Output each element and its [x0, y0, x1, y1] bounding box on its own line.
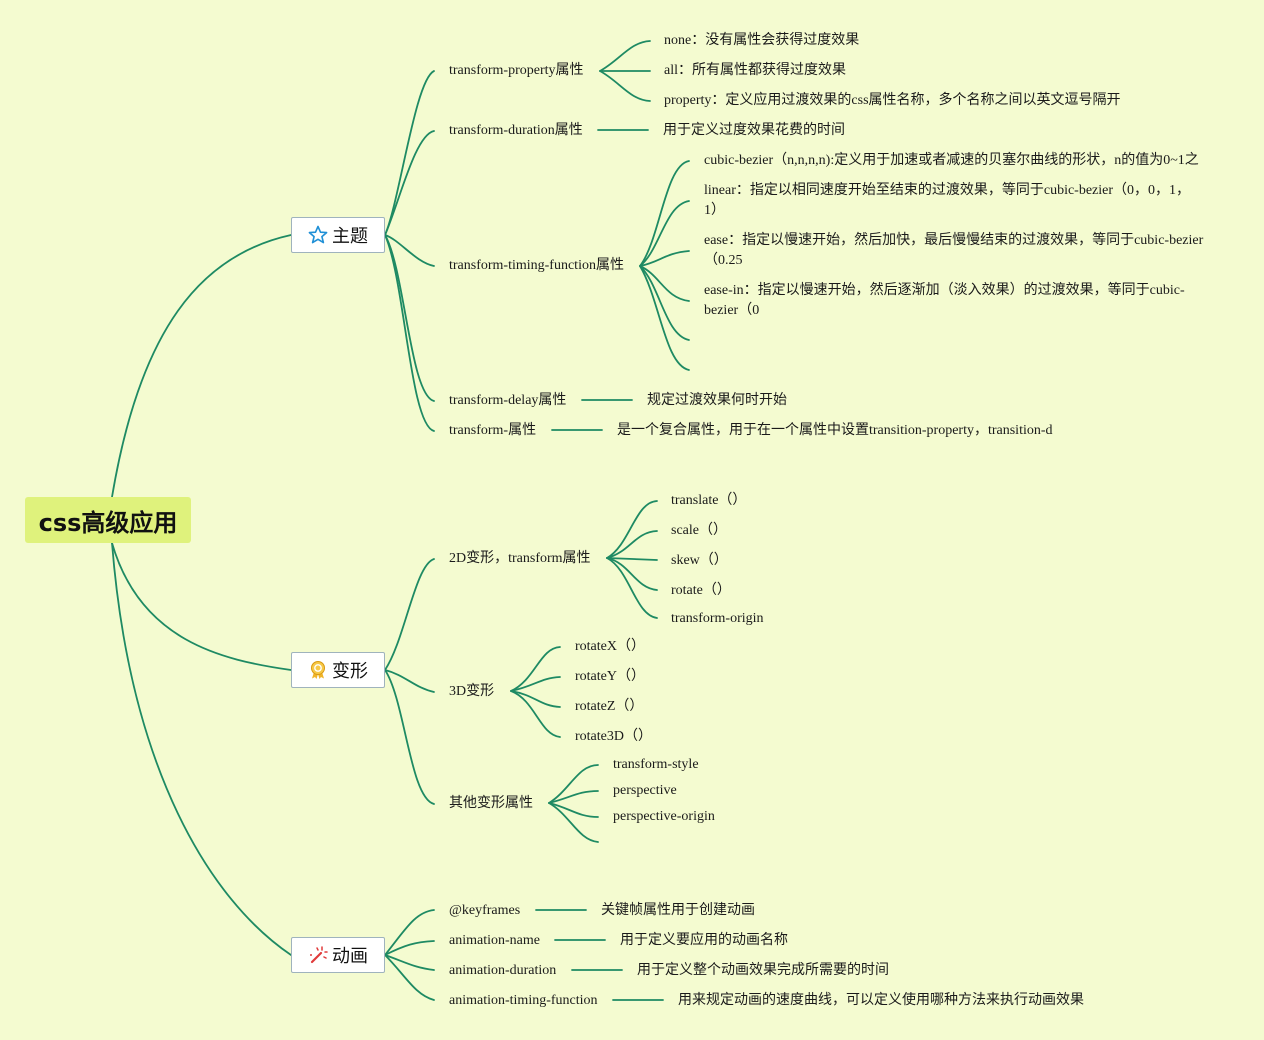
topic-animation-label: 动画 — [332, 946, 368, 967]
connector-property-prop — [599, 70, 651, 102]
node-transform-delay[interactable]: transform-delay属性 — [449, 393, 567, 408]
connector-2d-origin — [606, 557, 658, 619]
topic-theme[interactable]: 主题 — [291, 217, 385, 253]
leaf-delay-desc[interactable]: 规定过渡效果何时开始 — [647, 393, 787, 408]
connector-theme-timing — [384, 234, 435, 267]
node-2d-transform[interactable]: 2D变形，transform属性 — [449, 551, 591, 566]
connector-timing-2 — [639, 200, 690, 267]
leaf-3d-rotatex[interactable]: rotateX（） — [575, 639, 645, 654]
leaf-property-name[interactable]: property：定义应用过渡效果的css属性名称，多个名称之间以英文逗号隔开 — [664, 93, 1121, 108]
node-keyframes[interactable]: @keyframes — [449, 903, 521, 918]
topic-theme-label: 主题 — [332, 226, 368, 247]
leaf-timing-linear[interactable]: linear：指定以相同速度开始至结束的过渡效果，等同于cubic-bezier… — [704, 183, 1191, 218]
connector-3d-y — [510, 676, 561, 692]
leaf-shorthand-desc[interactable]: 是一个复合属性，用于在一个属性中设置transition-property，tr… — [617, 423, 1053, 438]
leaf-2d-translate[interactable]: translate（） — [671, 493, 747, 508]
leaf-3d-rotatey[interactable]: rotateY（） — [575, 669, 645, 684]
node-transform-property[interactable]: transform-property属性 — [449, 63, 584, 78]
node-other-transform[interactable]: 其他变形属性 — [449, 796, 533, 811]
leaf-2d-scale[interactable]: scale（） — [671, 523, 727, 538]
connector-3d-x — [510, 646, 561, 692]
connector-2d-translate — [606, 500, 658, 559]
leaf-property-none[interactable]: none：没有属性会获得过度效果 — [664, 33, 860, 48]
connector-root-theme — [111, 234, 292, 498]
connector-theme-shorthand — [384, 234, 435, 432]
leaf-timing-ease[interactable]: ease：指定以慢速开始，然后加快，最后慢慢结束的过渡效果，等同于cubic-b… — [704, 233, 1204, 268]
connector-timing-5 — [639, 265, 690, 341]
leaf-3d-rotatez[interactable]: rotateZ（） — [575, 699, 644, 714]
connector-transform-other — [384, 669, 435, 805]
star-icon — [308, 225, 328, 245]
connector-2d-skew — [606, 557, 658, 561]
leaf-perspective[interactable]: perspective — [613, 783, 677, 798]
connector-other-style — [548, 764, 599, 804]
node-transform-timing-function[interactable]: transform-timing-function属性 — [449, 258, 624, 273]
node-3d-transform[interactable]: 3D变形 — [449, 684, 495, 699]
leaf-keyframes-desc[interactable]: 关键帧属性用于创建动画 — [601, 903, 755, 918]
node-transform-duration[interactable]: transform-duration属性 — [449, 123, 583, 138]
connector-anim-name — [384, 940, 435, 956]
connector-2d-scale — [606, 530, 658, 559]
leaf-animation-duration-desc[interactable]: 用于定义整个动画效果完成所需要的时间 — [637, 963, 889, 978]
topic-transform[interactable]: 变形 — [291, 652, 385, 688]
root-node[interactable]: css高级应用 — [25, 497, 191, 543]
leaf-property-all[interactable]: all：所有属性都获得过度效果 — [664, 63, 846, 78]
award-ribbon-icon — [308, 660, 328, 680]
leaf-2d-rotate[interactable]: rotate（） — [671, 583, 731, 598]
leaf-perspective-origin[interactable]: perspective-origin — [613, 809, 715, 824]
connector-other-perspective — [548, 790, 599, 804]
connector-2d-rotate — [606, 557, 658, 591]
node-animation-name[interactable]: animation-name — [449, 933, 540, 948]
leaf-2d-skew[interactable]: skew（） — [671, 553, 728, 568]
connector-timing-1 — [639, 160, 690, 267]
connector-anim-keyframes — [384, 909, 435, 956]
connector-theme-property — [384, 70, 435, 236]
leaf-2d-transform-origin[interactable]: transform-origin — [671, 611, 764, 626]
node-transform-shorthand[interactable]: transform-属性 — [449, 423, 537, 438]
connector-timing-4 — [639, 265, 690, 302]
connector-anim-duration — [384, 954, 435, 971]
connector-property-none — [599, 40, 651, 72]
leaf-animation-name-desc[interactable]: 用于定义要应用的动画名称 — [620, 933, 788, 948]
leaf-timing-ease-in[interactable]: ease-in：指定以慢速开始，然后逐渐加（淡入效果）的过渡效果，等同于cubi… — [704, 283, 1185, 318]
leaf-timing-cubic-bezier[interactable]: cubic-bezier（n,n,n,n):定义用于加速或者减速的贝塞尔曲线的形… — [704, 153, 1199, 168]
connector-3d-3d — [510, 690, 561, 738]
connector-root-transform — [111, 542, 292, 671]
leaf-transform-style[interactable]: transform-style — [613, 757, 699, 772]
connector-root-animation — [111, 542, 292, 956]
magic-wand-icon — [308, 945, 328, 965]
connector-transform-3d — [384, 669, 435, 693]
connector-theme-delay — [384, 234, 435, 402]
topic-transform-label: 变形 — [332, 661, 368, 682]
connector-other-blank — [548, 802, 599, 843]
leaf-3d-rotate3d[interactable]: rotate3D（） — [575, 729, 652, 744]
connector-timing-6 — [639, 265, 690, 371]
root-label: css高级应用 — [38, 508, 178, 537]
connector-anim-timing — [384, 954, 435, 1001]
connector-timing-3 — [639, 250, 690, 267]
leaf-duration-desc[interactable]: 用于定义过度效果花费的时间 — [663, 123, 845, 138]
connector-transform-2d — [384, 558, 435, 671]
topic-animation[interactable]: 动画 — [291, 937, 385, 973]
node-animation-duration[interactable]: animation-duration — [449, 963, 557, 978]
connector-3d-z — [510, 690, 561, 708]
connector-other-origin — [548, 802, 599, 818]
connector-theme-duration — [384, 130, 435, 236]
node-animation-timing-function[interactable]: animation-timing-function — [449, 993, 598, 1008]
leaf-animation-timing-desc[interactable]: 用来规定动画的速度曲线，可以定义使用哪种方法来执行动画效果 — [678, 993, 1084, 1008]
